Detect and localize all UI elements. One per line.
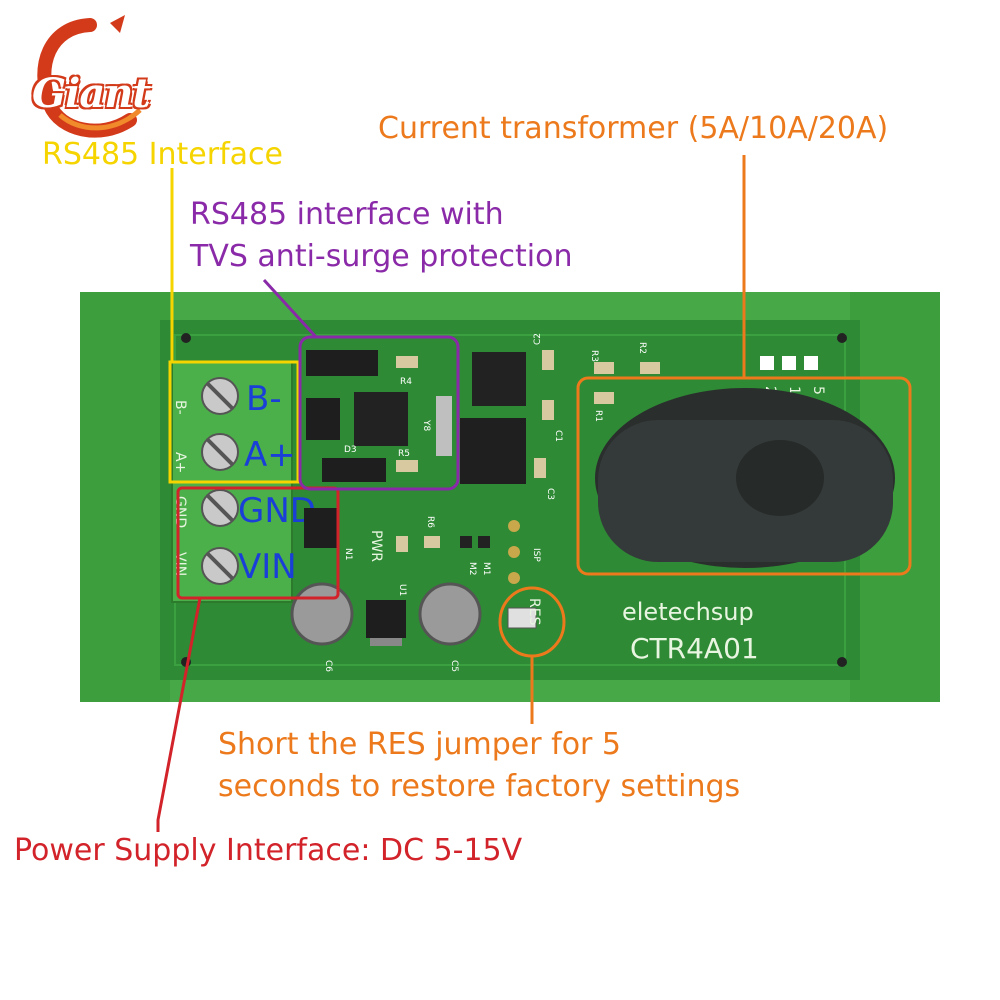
led-pwr bbox=[396, 536, 408, 552]
ic-main bbox=[460, 418, 526, 484]
silk-c2: C2 bbox=[533, 333, 543, 345]
terminal-screw bbox=[201, 433, 239, 471]
dip-label-5: 5 bbox=[810, 386, 826, 395]
logo-swirl-icon bbox=[37, 15, 142, 138]
highlight-tvs-box bbox=[298, 335, 460, 491]
crystal-y8 bbox=[436, 396, 452, 456]
silk-c5: C5 bbox=[449, 660, 459, 672]
isp-pad bbox=[508, 546, 520, 558]
resistor-r1 bbox=[594, 392, 614, 404]
resistor-r4 bbox=[396, 356, 418, 368]
dip-pad bbox=[782, 356, 796, 370]
highlight-power-box bbox=[176, 486, 340, 600]
terminal-screw bbox=[201, 489, 239, 527]
logo: Giant bbox=[20, 15, 160, 145]
diode-top bbox=[306, 350, 378, 376]
silk-r3: R3 bbox=[589, 350, 599, 362]
silk-pwr: PWR bbox=[368, 530, 384, 562]
silk-r4: R4 bbox=[400, 377, 412, 387]
silk-c1: C1 bbox=[553, 430, 563, 442]
dip-pad bbox=[760, 356, 774, 370]
callout-res-line2: seconds to restore factory settings bbox=[218, 769, 741, 804]
resistor-r2 bbox=[640, 362, 660, 374]
diode-bottom bbox=[322, 458, 386, 482]
callout-power: Power Supply Interface: DC 5-15V bbox=[14, 833, 523, 868]
silk-r1: R1 bbox=[593, 410, 603, 422]
silk-c6: C6 bbox=[323, 660, 333, 672]
side-silk-a-plus: A+ bbox=[172, 452, 188, 473]
tvs-chip bbox=[354, 392, 408, 446]
resistor-r3 bbox=[594, 362, 614, 374]
resistor-r5 bbox=[396, 460, 418, 472]
silk-m2: M2 bbox=[467, 562, 477, 576]
highlight-rs485-box bbox=[168, 360, 300, 484]
silk-isp: ISP bbox=[531, 548, 541, 562]
side-silk-gnd: GND bbox=[172, 496, 188, 528]
capacitor-c3 bbox=[534, 458, 546, 478]
capacitor-c2 bbox=[542, 350, 554, 370]
terminal-label-gnd: GND bbox=[238, 491, 316, 531]
terminal-label-vin: VIN bbox=[238, 547, 297, 587]
terminal-label-a-plus: A+ bbox=[244, 435, 296, 475]
regulator-u1 bbox=[366, 600, 406, 638]
transistor-n1 bbox=[304, 508, 338, 548]
isp-pad bbox=[508, 520, 520, 532]
silk-res: RES bbox=[526, 598, 542, 626]
logo-text: Giant bbox=[32, 70, 151, 117]
callout-ct: Current transformer (5A/10A/20A) bbox=[378, 111, 889, 146]
dip-pad bbox=[804, 356, 818, 370]
silk-r6: R6 bbox=[425, 516, 435, 528]
silk-n1: N1 bbox=[343, 548, 353, 560]
silk-d3: D3 bbox=[344, 445, 357, 455]
terminal-screw bbox=[201, 377, 239, 415]
terminal-screw bbox=[201, 547, 239, 585]
silk-c3: C3 bbox=[545, 488, 555, 500]
terminal-label-b-minus: B- bbox=[246, 379, 282, 419]
diode-mid bbox=[306, 398, 340, 440]
res-jumper bbox=[507, 607, 537, 629]
silk-y8: Y8 bbox=[421, 419, 431, 431]
resistor-r6 bbox=[424, 536, 440, 548]
side-silk-b-minus: B- bbox=[172, 400, 188, 415]
leader-power bbox=[156, 597, 202, 832]
callout-tvs-line2: TVS anti-surge protection bbox=[190, 239, 573, 274]
mounting-hole bbox=[837, 333, 847, 343]
silk-u1: U1 bbox=[397, 584, 407, 596]
isp-pad bbox=[508, 572, 520, 584]
capacitor-c1 bbox=[542, 400, 554, 420]
callout-tvs-line1: RS485 interface with bbox=[190, 197, 504, 232]
din-rail-left-wall bbox=[80, 292, 170, 702]
current-transformer-hole bbox=[736, 440, 824, 516]
capacitor-c6 bbox=[290, 582, 354, 646]
side-silk-vin: VIN bbox=[172, 552, 188, 576]
silk-m1: M1 bbox=[481, 562, 491, 576]
callout-rs485-interface: RS485 Interface bbox=[42, 137, 283, 172]
mosfet-m1 bbox=[460, 536, 472, 548]
board-brand: eletechsup bbox=[622, 598, 754, 626]
silk-r2: R2 bbox=[637, 342, 647, 354]
mosfet-m2 bbox=[478, 536, 490, 548]
ic-upper bbox=[472, 352, 526, 406]
callout-res-line1: Short the RES jumper for 5 bbox=[218, 727, 622, 762]
leader-tvs bbox=[262, 278, 318, 339]
mounting-hole bbox=[181, 333, 191, 343]
capacitor-c5 bbox=[418, 582, 482, 646]
silk-r5: R5 bbox=[398, 449, 410, 459]
board-model: CTR4A01 bbox=[630, 632, 759, 665]
regulator-tab bbox=[370, 638, 402, 646]
mounting-hole bbox=[837, 657, 847, 667]
